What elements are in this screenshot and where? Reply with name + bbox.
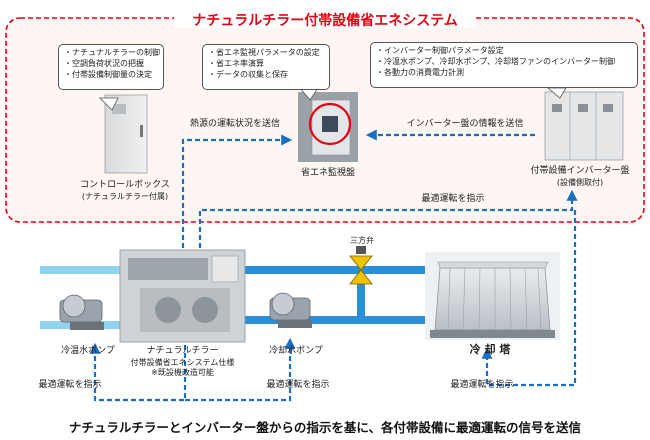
callout-line: ・データの収集と保存 [208, 70, 288, 79]
control-box-callout: ・ナチュナルチラーの制御 ・空調負荷状況の把握 ・付帯設備制御量の決定 [58, 44, 164, 90]
footer-caption: ナチュラルチラーとインバーター盤からの指示を基に、各付帯設備に最適運転の信号を送… [68, 420, 582, 435]
title-background [174, 9, 476, 28]
monitor-callout: ・省エネ監視パラメータの設定 ・省エネ率演算 ・データの収集と保存 [202, 44, 330, 90]
cooling-pump-label: 冷却水ポンプ [269, 346, 323, 356]
inverter-sub: (設備側取付) [556, 178, 604, 187]
optimal-chilled-pump-label: 最適運転を指示 [38, 380, 102, 390]
signal-lines [89, 129, 578, 402]
chilled-pump-label: 冷温水ポンプ [61, 346, 115, 356]
system-title: ナチュラルチラー付帯設備省エネシステム [192, 13, 458, 29]
heat-source-status-label: 熱源の運転状況を送信 [189, 119, 280, 129]
callout-line: ・各動力の消費電力計測 [376, 68, 464, 77]
callout-line: ・省エネ率演算 [208, 59, 264, 68]
callout-line: ・空調負荷状況の把握 [64, 59, 144, 68]
control-box-sub: (ナチュラルチラー付属) [81, 192, 169, 201]
inverter-info-label: インバーター盤の情報を送信 [406, 119, 524, 129]
callout-line: ・省エネ監視パラメータの設定 [208, 48, 320, 57]
callout-line: ・冷温水ポンプ、冷却水ポンプ、冷却塔ファンのインバーター制御 [376, 57, 616, 66]
cooling-tower-label: 冷 却 塔 [469, 343, 511, 356]
callout-line: ・付帯設備制御量の決定 [64, 70, 152, 79]
chilled-water-pump-icon [59, 294, 104, 330]
inverter-label: 付帯設備インバーター盤 [530, 166, 630, 176]
valve-label: 三方弁 [350, 236, 374, 245]
chiller-label: ナチュラルチラー [146, 346, 219, 356]
chiller-sub2: ※既設機改造可能 [151, 368, 214, 377]
cooling-water-pump-icon [269, 292, 312, 328]
chiller-icon [119, 249, 246, 343]
monitor-label: 省エネ監視盤 [300, 168, 355, 178]
energy-monitor-panel-icon [298, 92, 358, 162]
three-way-valve-icon [349, 246, 373, 285]
optimal-tower-label: 最適運転を指示 [450, 380, 514, 390]
inverter-callout: ・インバーター制御パラメータ設定 ・冷温水ポンプ、冷却水ポンプ、冷却塔ファンのイ… [370, 42, 638, 88]
callout-line: ・ナチュナルチラーの制御 [64, 48, 160, 57]
cooling-tower-icon [425, 252, 560, 340]
optimal-cooling-pump-label: 最適運転を指示 [266, 380, 330, 390]
chiller-sub1: 付帯設備省エネシステム仕様 [130, 358, 235, 367]
optimal-top-label: 最適運転を指示 [421, 194, 485, 204]
callout-line: ・インバーター制御パラメータ設定 [376, 46, 504, 55]
control-box-label: コントロールボックス [80, 180, 170, 190]
inverter-panel-icon [544, 91, 624, 161]
